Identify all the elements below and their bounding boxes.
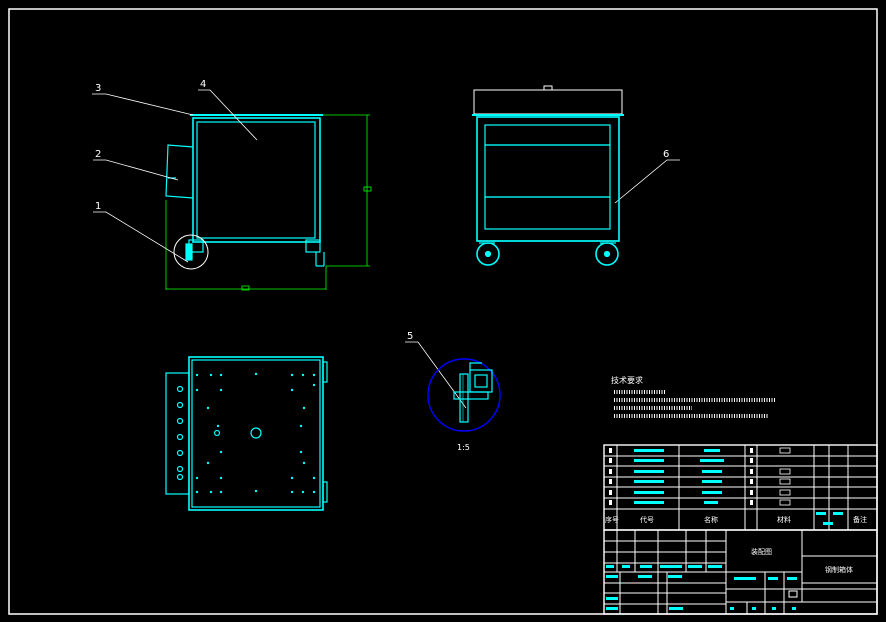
notes-title: 技术要求 [611, 375, 643, 385]
title-block [603, 529, 878, 615]
balloon-1: 1 [95, 201, 101, 212]
parts-list-seq-marks [609, 448, 753, 505]
leader-lines [92, 89, 680, 409]
plan-view [165, 356, 328, 511]
front-view [165, 114, 325, 270]
parts-header-name: 名称 [704, 515, 718, 524]
notes-lines [614, 390, 775, 418]
balloon-4: 4 [200, 79, 206, 90]
company-name: 钢制箱体 [825, 565, 853, 574]
side-view [472, 85, 624, 266]
plan-view-holes [195, 372, 316, 494]
parts-list-cells [634, 449, 724, 504]
front-view-dimensions [165, 114, 372, 291]
parts-list [603, 444, 878, 531]
balloon-3: 3 [95, 83, 101, 94]
parts-header-material: 材料 [777, 515, 791, 524]
parts-header-remark: 备注 [853, 515, 867, 524]
drawing-border [8, 8, 878, 615]
balloon-6: 6 [663, 149, 669, 160]
balloon-5: 5 [407, 331, 413, 342]
balloon-2: 2 [95, 149, 101, 160]
parts-header-seq: 序号 [605, 515, 619, 524]
drawing-name: 装配图 [751, 547, 772, 556]
parts-list-material-boxes [779, 447, 791, 506]
parts-header-code: 代号 [640, 515, 654, 524]
detail-scale-label: 1:5 [457, 443, 470, 452]
title-block-cell-marks [606, 512, 843, 610]
detail-view [427, 358, 501, 432]
